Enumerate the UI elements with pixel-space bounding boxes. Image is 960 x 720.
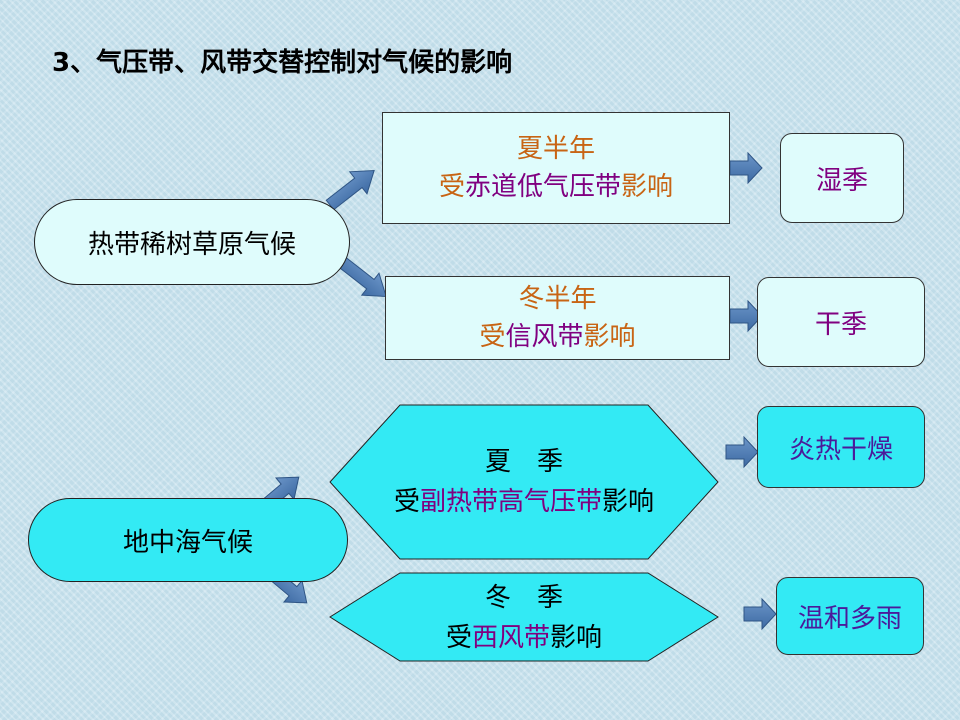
result-wet-season: 湿季 [780,133,904,223]
mediterranean-summer-text: 夏 季 受副热带高气压带影响 [340,425,708,539]
arrow-hot-dry-icon [725,435,759,469]
savanna-winter-box: 冬半年 受信风带影响 [385,276,730,360]
arrow-mild-rainy-icon [743,597,777,631]
page-title: 3、气压带、风带交替控制对气候的影响 [52,48,513,78]
arrow-wet-season-icon [729,151,763,185]
hexagon-mediterranean-summer [329,404,719,560]
result-hot-dry: 炎热干燥 [757,406,925,488]
savanna-summer-box: 夏半年 受赤道低气压带影响 [382,112,730,224]
mediterranean-winter-season: 冬 季 [484,583,563,613]
arrow-upper-down-icon [337,256,387,298]
result-dry-season: 干季 [757,277,925,367]
mediterranean-summer-control: 受副热带高气压带影响 [393,487,655,517]
savanna-summer-control: 受赤道低气压带影响 [438,172,674,202]
savanna-winter-control: 受信风带影响 [479,322,636,352]
savanna-summer-season: 夏半年 [516,134,595,164]
arrow-dry-season-icon [729,299,763,333]
mediterranean-winter-control: 受西风带影响 [445,623,603,653]
climate-savanna: 热带稀树草原气候 [34,199,350,285]
climate-savanna-label: 热带稀树草原气候 [87,229,296,260]
savanna-winter-season: 冬半年 [518,284,597,314]
result-mild-rainy: 温和多雨 [776,577,924,655]
arrow-upper-up-icon [325,169,375,211]
climate-mediterranean: 地中海气候 [28,498,348,582]
climate-mediterranean-label: 地中海气候 [122,527,253,558]
hexagon-mediterranean-winter [329,572,719,662]
mediterranean-summer-season: 夏 季 [484,447,563,477]
mediterranean-winter-text: 冬 季 受西风带影响 [340,578,708,658]
